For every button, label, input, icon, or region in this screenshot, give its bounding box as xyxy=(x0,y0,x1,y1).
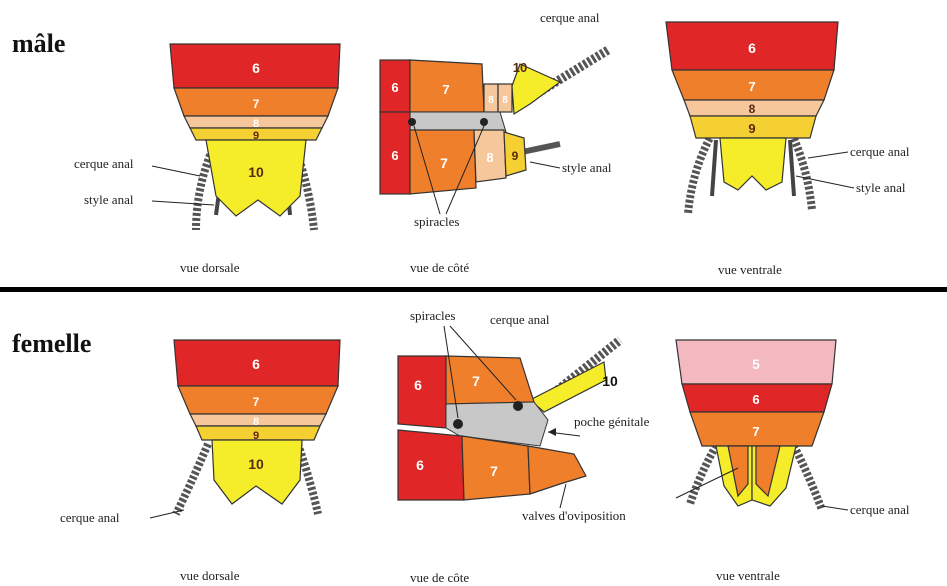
male-side-spiracles-label: spiracles xyxy=(414,214,459,229)
female-dorsal-view-label: vue dorsale xyxy=(180,568,240,583)
male-ventral-style-right xyxy=(790,140,794,196)
male-side-style xyxy=(522,144,560,152)
female-dorsal-seg10 xyxy=(212,440,302,504)
male-side-seg8b-top-label: 8 xyxy=(502,95,508,106)
male-ventral-seg8-label: 8 xyxy=(749,102,756,116)
female-side-seg7-top-label: 7 xyxy=(472,373,480,389)
male-side-style-pointer xyxy=(530,162,560,168)
female-side-view-label: vue de côte xyxy=(410,570,469,585)
female-side-seg7-bottom-label: 7 xyxy=(490,463,498,479)
female-ventral-seg5-label: 5 xyxy=(752,356,760,372)
female-side-seg6-top-label: 6 xyxy=(414,377,422,393)
male-side-cercus-label: cerque anal xyxy=(540,10,600,25)
male-side-seg8a-top-label: 8 xyxy=(488,95,494,106)
male-dorsal-style-pointer xyxy=(152,201,214,205)
female-side-seg10 xyxy=(530,362,606,412)
female-ventral-view: 5 6 7 cerque anal vue ventrale xyxy=(676,340,910,583)
female-side-cercus-label: cerque anal xyxy=(490,312,550,327)
male-side-seg10-top-label: 10 xyxy=(513,60,527,75)
female-side-seg6-bottom xyxy=(398,430,464,500)
female-dorsal-cercus-label: cerque anal xyxy=(60,510,120,525)
male-ventral-seg9-label: 9 xyxy=(748,121,755,136)
female-dorsal-seg9-label: 9 xyxy=(253,430,259,442)
female-side-spiracle-1 xyxy=(453,419,463,429)
male-ventral-cercus-label: cerque anal xyxy=(850,144,910,159)
male-side-style-label: style anal xyxy=(562,160,612,175)
male-ventral-view-label: vue ventrale xyxy=(718,262,782,277)
female-dorsal-seg8-label: 8 xyxy=(253,416,259,428)
female-dorsal-cercus-left xyxy=(176,444,208,514)
male-ventral-style-left xyxy=(712,140,716,196)
female-side-spiracles-label: spiracles xyxy=(410,308,455,323)
female-dorsal-seg7-label: 7 xyxy=(253,395,260,409)
male-side-seg6-bottom-label: 6 xyxy=(391,148,398,163)
female-side-valves-pointer xyxy=(560,484,566,508)
male-side-membrane xyxy=(410,112,506,132)
male-ventral-style-pointer xyxy=(796,176,854,188)
male-dorsal-cercus-label: cerque anal xyxy=(74,156,134,171)
female-side-seg10-label: 10 xyxy=(602,373,618,389)
male-side-seg9-bottom-label: 9 xyxy=(512,149,519,163)
male-ventral-style-label: style anal xyxy=(856,180,906,195)
male-side-seg8-bottom-label: 8 xyxy=(486,150,493,165)
female-side-seg6-top xyxy=(398,356,446,428)
male-title: mâle xyxy=(12,29,65,58)
male-dorsal-view: 6 7 8 9 10 cerque anal style anal vue do… xyxy=(74,44,340,275)
male-dorsal-seg8-label: 8 xyxy=(253,118,259,130)
male-dorsal-seg7-label: 7 xyxy=(253,97,260,111)
male-side-view-label: vue de côté xyxy=(410,260,469,275)
male-side-view: 6 7 8 8 10 6 7 8 9 cerque anal style ana… xyxy=(380,10,612,275)
male-side-spiracle-1 xyxy=(408,118,416,126)
male-dorsal-seg6-label: 6 xyxy=(252,60,260,76)
male-side-seg7-bottom-label: 7 xyxy=(440,155,448,171)
female-side-pocket-label: poche génitale xyxy=(574,414,650,429)
female-ventral-seg7-label: 7 xyxy=(752,424,759,439)
female-dorsal-seg10-label: 10 xyxy=(248,456,264,472)
male-ventral-cercus-right xyxy=(792,134,812,210)
female-side-valves xyxy=(528,446,586,494)
female-side-valves-label: valves d'oviposition xyxy=(522,508,626,523)
male-dorsal-view-label: vue dorsale xyxy=(180,260,240,275)
female-ventral-seg6-label: 6 xyxy=(752,392,759,407)
male-ventral-seg7-label: 7 xyxy=(748,79,755,94)
male-ventral-cercus-pointer xyxy=(808,152,848,158)
female-side-seg6-bottom-label: 6 xyxy=(416,457,424,473)
female-ventral-cercus-label: cerque anal xyxy=(850,502,910,517)
male-side-spiracle-2 xyxy=(480,118,488,126)
male-side-seg6-top-label: 6 xyxy=(391,80,398,95)
female-side-seg7-top xyxy=(446,356,534,404)
male-ventral-seg6-label: 6 xyxy=(748,40,756,56)
female-side-pocket-arrowhead xyxy=(548,428,556,436)
female-ventral-cercus-right xyxy=(794,446,822,510)
male-ventral-seg10 xyxy=(720,138,786,190)
male-dorsal-seg9-label: 9 xyxy=(253,130,259,142)
male-ventral-cercus-left xyxy=(688,134,712,214)
female-ventral-cercus-left xyxy=(690,446,716,504)
male-dorsal-seg10-label: 10 xyxy=(248,164,264,180)
male-ventral-view: 6 7 8 9 cerque anal style anal vue ventr… xyxy=(666,22,910,277)
female-ventral-cercus-pointer xyxy=(822,506,848,510)
male-side-seg7-top-label: 7 xyxy=(442,82,449,97)
female-title: femelle xyxy=(12,329,91,358)
male-dorsal-cercus-pointer xyxy=(152,166,200,176)
female-dorsal-seg6-label: 6 xyxy=(252,356,260,372)
female-side-view: 6 7 10 6 7 spiracles cerque anal poche g… xyxy=(398,308,650,585)
female-dorsal-view: 6 7 8 9 10 cerque anal vue dorsale xyxy=(60,340,340,583)
female-side-spiracle-2 xyxy=(513,401,523,411)
male-dorsal-style-label: style anal xyxy=(84,192,134,207)
female-ventral-view-label: vue ventrale xyxy=(716,568,780,583)
section-divider xyxy=(0,287,947,292)
